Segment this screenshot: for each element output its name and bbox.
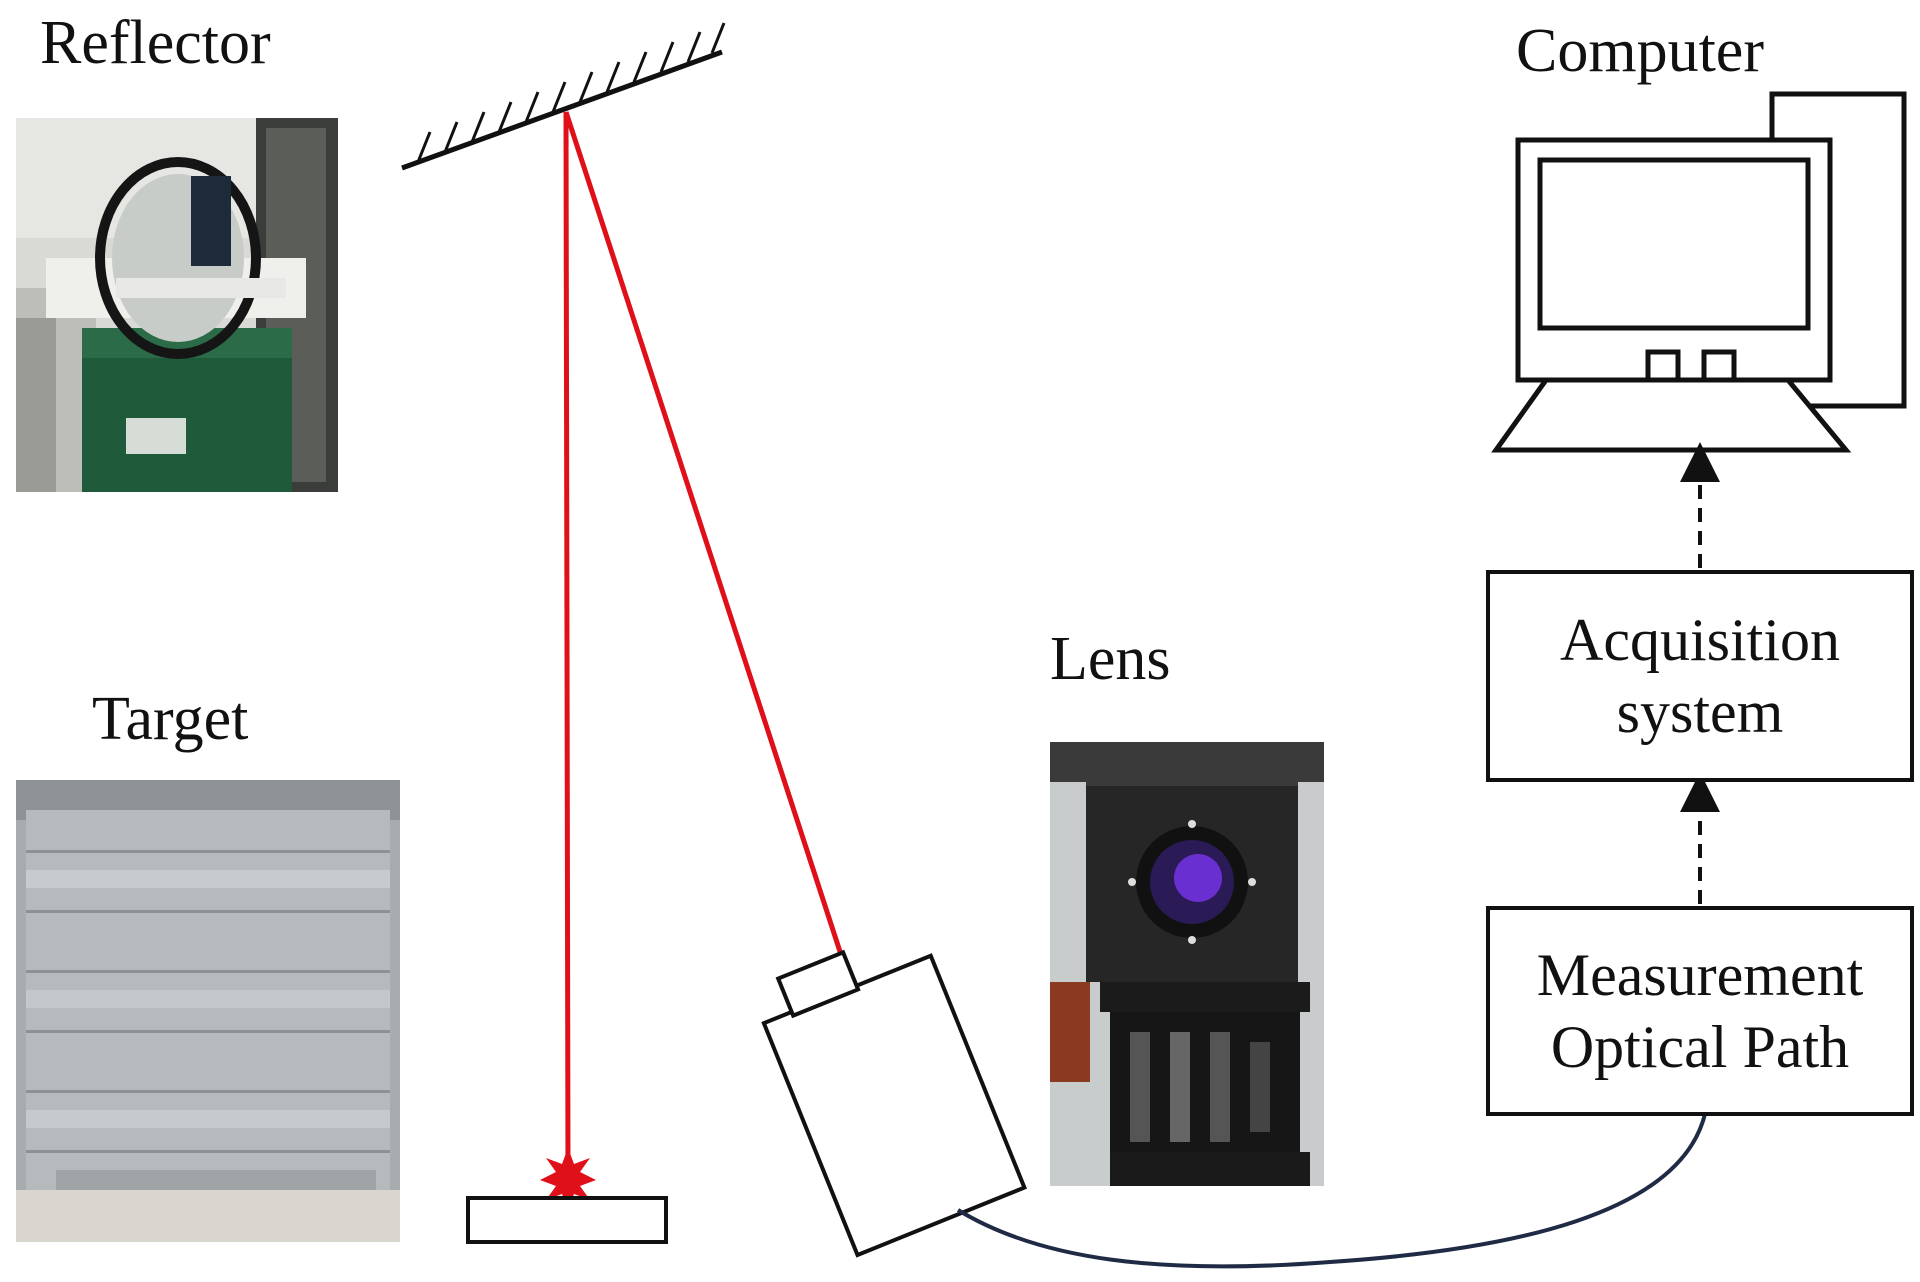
measurement-label-line1: Measurement bbox=[1536, 942, 1864, 1008]
target-photo bbox=[16, 780, 400, 1242]
lens-label: Lens bbox=[1050, 625, 1171, 693]
acquisition-label-line1: Acquisition bbox=[1560, 607, 1840, 673]
computer-label: Computer bbox=[1516, 17, 1764, 85]
mirror-symbol bbox=[401, 22, 726, 171]
laser-beam bbox=[563, 111, 849, 1181]
camera-icon bbox=[761, 949, 1028, 1258]
laser-spot-icon bbox=[540, 1148, 596, 1210]
cable-line bbox=[956, 1113, 1707, 1269]
measurement-label-line2: Optical Path bbox=[1550, 1014, 1850, 1080]
reflector-label: Reflector bbox=[40, 9, 271, 77]
reflector-photo bbox=[16, 118, 338, 492]
computer-icon bbox=[1491, 91, 1907, 453]
lens-photo bbox=[1050, 742, 1324, 1186]
target-block bbox=[466, 1196, 668, 1244]
acquisition-label-line2: system bbox=[1616, 679, 1784, 745]
target-label: Target bbox=[92, 685, 249, 753]
measurement-optical-path-box: Measurement Optical Path bbox=[1486, 906, 1914, 1116]
acquisition-system-box: Acquisition system bbox=[1486, 570, 1914, 782]
